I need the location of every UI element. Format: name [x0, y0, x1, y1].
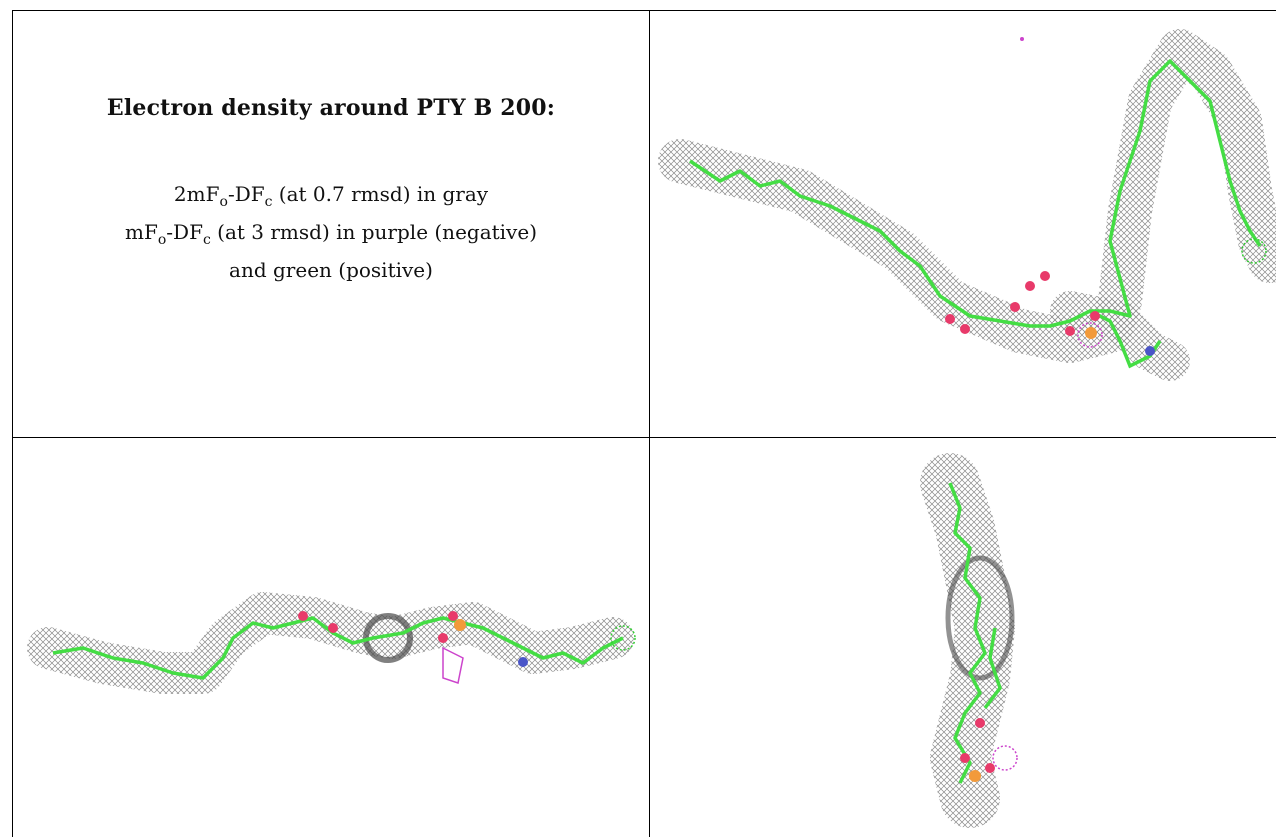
- legend-line-gray: 2mFo-DFc (at 0.7 rmsd) in gray: [173, 182, 489, 210]
- molecule-view-2: [27, 592, 636, 694]
- density-mesh-dark: [945, 555, 1015, 681]
- legend-description: 2mFo-DFc (at 0.7 rmsd) in gray mFo-DFc (…: [125, 179, 537, 285]
- negative-density-mesh: [992, 745, 1018, 771]
- left-border: [12, 10, 13, 837]
- view-bottom-right: [650, 438, 1276, 837]
- density-mesh-gray: [27, 592, 634, 694]
- negative-density-speck: [1020, 37, 1024, 41]
- panel-title: Electron density around PTY B 200:: [106, 95, 556, 121]
- ligand-stick: [689, 59, 1262, 328]
- view-bottom-left: [13, 438, 649, 837]
- oxygen-atom: [985, 763, 995, 773]
- oxygen-atom: [975, 718, 985, 728]
- top-border: [12, 10, 1276, 11]
- legend-panel: Electron density around PTY B 200: 2mFo-…: [13, 11, 649, 437]
- positive-density-mesh: [1241, 238, 1267, 264]
- phosphorus-atom: [454, 619, 466, 631]
- negative-density-mesh: [1077, 322, 1103, 348]
- oxygen-atom: [960, 753, 970, 763]
- oxygen-atom: [1090, 311, 1100, 321]
- positive-density-mesh: [610, 625, 636, 651]
- oxygen-atom: [945, 314, 955, 324]
- oxygen-atom: [328, 623, 338, 633]
- negative-density-mesh: [442, 646, 464, 684]
- nitrogen-atom: [1145, 346, 1155, 356]
- phosphorus-atom: [969, 770, 981, 782]
- nitrogen-atom: [518, 657, 528, 667]
- oxygen-atom: [298, 611, 308, 621]
- oxygen-atom: [438, 633, 448, 643]
- oxygen-atom: [448, 611, 458, 621]
- oxygen-atom: [1010, 302, 1020, 312]
- molecule-view-3: [920, 453, 1018, 828]
- oxygen-atom: [1065, 326, 1075, 336]
- phosphorus-atom: [1085, 327, 1097, 339]
- figure-grid: Electron density around PTY B 200: 2mFo-…: [12, 10, 1276, 837]
- center-divider: [649, 10, 650, 837]
- legend-line-purple: mFo-DFc (at 3 rmsd) in purple (negative): [125, 220, 537, 248]
- middle-border: [12, 437, 1276, 438]
- view-top-right: [650, 11, 1276, 437]
- legend-line-green: and green (positive): [229, 258, 433, 282]
- molecule-view-1: [658, 29, 1276, 381]
- ligand-stick: [52, 616, 624, 680]
- oxygen-atom: [1040, 271, 1050, 281]
- ligand-stick: [948, 482, 987, 784]
- oxygen-atom: [1025, 281, 1035, 291]
- oxygen-atom: [960, 324, 970, 334]
- density-mesh-gray: [658, 29, 1276, 363]
